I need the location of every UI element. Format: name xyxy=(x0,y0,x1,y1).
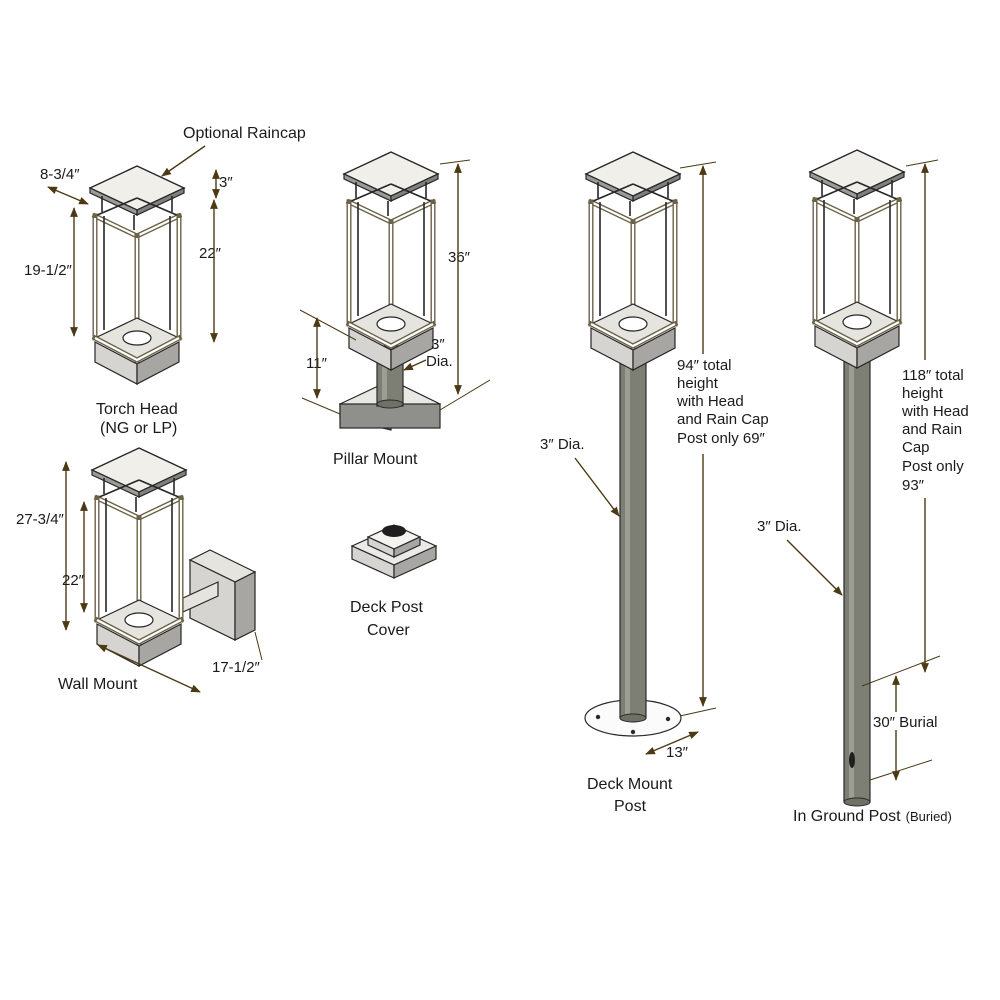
in-ground-post-suffix: (Buried) xyxy=(906,809,952,824)
pillar-dia-dim: 3″ xyxy=(431,336,445,353)
ground-top-ext xyxy=(905,159,939,167)
deck-bottom-ext xyxy=(679,707,717,717)
wall-depth-ext xyxy=(254,631,263,661)
ground-bottom-ext xyxy=(869,759,933,781)
deck-total-line-2: height xyxy=(677,375,719,392)
ground-burial-bg xyxy=(876,712,956,730)
wall-mount-drawing xyxy=(92,448,257,666)
deck-plate-width-dim: 13″ xyxy=(666,744,689,761)
in-ground-post-drawing xyxy=(810,150,904,807)
deck-top-ext xyxy=(679,161,717,169)
pillar-top-ext xyxy=(439,159,471,165)
deck-post-cover-drawing xyxy=(350,524,438,579)
optional-raincap-label: Optional Raincap xyxy=(183,125,306,142)
ground-total-line-1: 118″ total xyxy=(902,367,964,384)
deck-plate-width-arrow xyxy=(645,731,699,755)
ground-burial-dim: 30″ Burial xyxy=(873,714,938,731)
torch-head-label: Torch Head xyxy=(96,401,178,418)
pillar-dia-leader xyxy=(403,359,427,371)
deck-total-line-4: and Rain Cap xyxy=(677,411,769,428)
deck-dia-leader xyxy=(574,457,620,517)
ground-total-line-5: Cap xyxy=(902,439,930,456)
ground-total-line-3: with Head xyxy=(901,403,969,420)
pillar-mount-drawing xyxy=(338,152,442,431)
in-ground-post-label: In Ground Post (Buried) xyxy=(793,808,952,825)
ground-total-line-4: and Rain xyxy=(902,421,962,438)
deck-note-bg xyxy=(670,354,760,454)
raincap-leader xyxy=(161,145,206,177)
ground-total-line-7: 93″ xyxy=(902,477,925,494)
deck-total-line-5: Post only 69″ xyxy=(677,430,766,447)
deck-total-line-1: 94″ total xyxy=(677,357,732,374)
ground-grade-ext xyxy=(861,655,941,687)
pillar-base-ext-2 xyxy=(301,397,341,415)
deck-total-line-3: with Head xyxy=(676,393,744,410)
deck-mount-post-label: Deck Mount xyxy=(587,776,673,793)
pillar-height-dim: 36″ xyxy=(448,249,471,266)
deck-mount-post-drawing xyxy=(585,152,681,737)
torch-height-front-dim: 19-1/2″ xyxy=(24,262,73,279)
deck-post-cover-label: Deck Post xyxy=(350,599,423,616)
ground-total-line-6: Post only xyxy=(902,458,964,475)
ground-total-line-2: height xyxy=(902,385,944,402)
torch-head-drawing xyxy=(90,166,184,384)
pillar-post-ext xyxy=(299,309,357,341)
torch-head-sublabel: (NG or LP) xyxy=(100,420,177,437)
deck-post-dia-dim: 3″ Dia. xyxy=(540,436,585,453)
pillar-dia-dim-2: Dia. xyxy=(426,353,453,370)
torch-height-back-dim: 22″ xyxy=(199,245,222,262)
deck-post-cover-sublabel: Cover xyxy=(367,622,410,639)
wall-depth-arrow xyxy=(97,644,201,693)
wall-mount-label: Wall Mount xyxy=(58,676,138,693)
wall-depth-dim: 17-1/2″ xyxy=(212,659,261,676)
pillar-mount-label: Pillar Mount xyxy=(333,451,418,468)
ground-dia-leader xyxy=(786,539,843,596)
wall-head-height-dim: 22″ xyxy=(62,572,85,589)
ground-note-bg xyxy=(898,360,988,498)
deck-mount-post-sublabel: Post xyxy=(614,798,647,815)
torch-cap-width-arrow xyxy=(47,186,89,205)
in-ground-post-title: In Ground Post xyxy=(793,808,901,825)
torch-cap-width-dim: 8-3/4″ xyxy=(40,166,80,183)
pillar-base-ext xyxy=(439,379,491,411)
wall-total-height-dim: 27-3/4″ xyxy=(16,511,65,528)
ground-post-dia-dim: 3″ Dia. xyxy=(757,518,802,535)
torch-cap-height-dim: 3″ xyxy=(219,174,233,191)
